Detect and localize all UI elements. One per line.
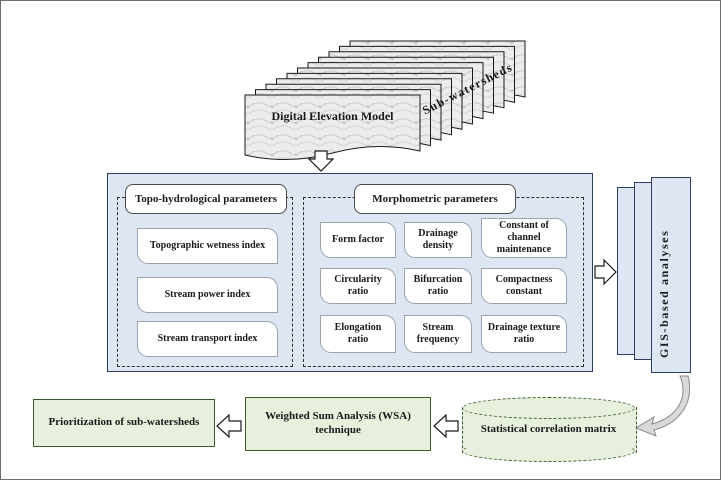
down-arrow-icon xyxy=(308,150,334,172)
drainage-texture-ratio-card: Drainage texture ratio xyxy=(481,315,567,353)
gis-label: GIS-based analyses xyxy=(657,229,671,359)
curved-arrow-icon xyxy=(634,375,690,437)
morph-title: Morphometric parameters xyxy=(354,184,516,214)
circularity-ratio-card: Circularity ratio xyxy=(320,268,396,304)
stream-frequency-card: Stream frequency xyxy=(404,315,472,353)
stats-cylinder-top xyxy=(462,397,635,419)
gis-sheet-front xyxy=(651,177,691,373)
left-arrow-icon xyxy=(433,414,459,438)
stats-label: Statistical correlation matrix xyxy=(480,423,617,435)
dem-stack xyxy=(244,40,526,160)
form-factor-card: Form factor xyxy=(320,222,396,258)
right-arrow-icon xyxy=(594,259,617,285)
compactness-constant-card: Compactness constant xyxy=(481,268,567,304)
elongation-ratio-card: Elongation ratio xyxy=(320,315,396,353)
wsa-box: Weighted Sum Analysis (WSA) technique xyxy=(245,397,431,451)
drainage-density-card: Drainage density xyxy=(404,222,472,258)
stream-power-index-card: Stream power index xyxy=(137,277,278,313)
topo-title: Topo-hydrological parameters xyxy=(125,184,287,214)
dem-front-sheet xyxy=(244,94,421,160)
left-arrow-icon xyxy=(216,414,242,438)
prioritization-box: Prioritization of sub-watersheds xyxy=(33,399,215,447)
bifurcation-ratio-card: Bifurcation ratio xyxy=(404,268,472,304)
dem-label: Digital Elevation Model xyxy=(271,108,394,123)
constant-of-channel-maintenance-card: Constant of channel maintenance xyxy=(481,218,567,258)
topographic-wetness-index-card: Topographic wetness index xyxy=(137,228,278,264)
stream-transport-index-card: Stream transport index xyxy=(137,321,278,357)
